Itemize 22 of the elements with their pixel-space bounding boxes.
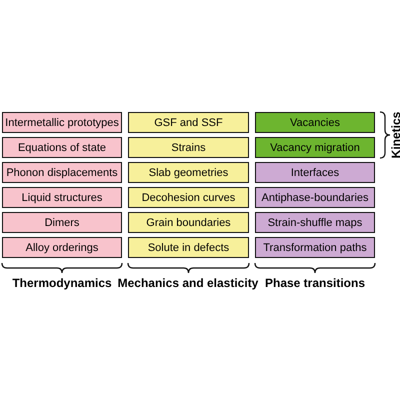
topic-box: Decohesion curves	[128, 187, 249, 208]
topic-box: Vacancy migration	[255, 137, 375, 158]
group-heading: Mechanics and elasticity	[118, 276, 258, 290]
topic-box: Vacancies	[255, 112, 375, 133]
topic-box: Strains	[128, 137, 249, 158]
topic-box: Equations of state	[2, 137, 122, 158]
topic-box: Interfaces	[255, 162, 375, 183]
topic-box: Solute in defects	[128, 237, 249, 258]
topic-box: Dimers	[2, 212, 122, 233]
topic-box: Alloy orderings	[2, 237, 122, 258]
topic-box: Transformation paths	[255, 237, 375, 258]
topic-box: Phonon displacements	[2, 162, 122, 183]
topic-box: GSF and SSF	[128, 112, 249, 133]
group-heading: Phase transitions	[264, 276, 366, 290]
topic-box: Grain boundaries	[128, 212, 249, 233]
group-heading: Kinetics	[389, 112, 400, 158]
topic-box: Slab geometries	[128, 162, 249, 183]
topic-box: Liquid structures	[2, 187, 122, 208]
topic-box: Intermetallic prototypes	[2, 112, 122, 133]
group-heading: Thermodynamics	[12, 276, 112, 290]
topic-box: Strain-shuffle maps	[255, 212, 375, 233]
topic-box: Antiphase-boundaries	[255, 187, 375, 208]
